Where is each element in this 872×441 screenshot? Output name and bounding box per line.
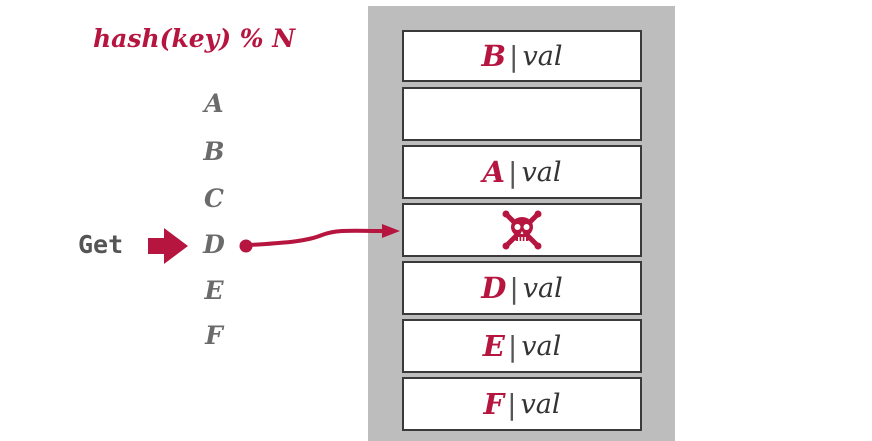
slot-key: B [481, 39, 507, 73]
skull-crossbones-icon [502, 210, 542, 250]
slot-0: B | val [402, 30, 642, 82]
slot-5: E | val [402, 319, 642, 373]
slot-key: D [481, 271, 507, 305]
slot-separator: | [509, 271, 519, 305]
get-pointer-arrow [148, 228, 188, 264]
key-e: E [204, 276, 224, 305]
key-d: D [203, 230, 225, 259]
slot-key: F [483, 387, 505, 421]
slot-2: A | val [402, 145, 642, 199]
slot-3-tombstone [402, 203, 642, 257]
slot-value: val [521, 330, 562, 362]
slot-separator: | [508, 155, 518, 189]
slot-6: F | val [402, 377, 642, 431]
slot-key: A [482, 155, 506, 189]
slot-key: E [482, 329, 505, 363]
slot-value: val [520, 388, 561, 420]
key-f: F [205, 321, 223, 350]
slot-4: D | val [402, 261, 642, 315]
key-a: A [204, 89, 224, 118]
hash-formula: hash(key) % N [93, 24, 296, 53]
probe-arrow [239, 224, 400, 253]
slot-separator: | [509, 39, 519, 73]
key-c: C [204, 184, 224, 213]
slot-1-empty [402, 87, 642, 141]
slot-value: val [522, 40, 563, 72]
slot-separator: | [507, 329, 518, 363]
slot-value: val [522, 272, 563, 304]
get-operation-label: Get [78, 230, 124, 259]
slot-separator: | [507, 387, 517, 421]
key-b: B [203, 137, 225, 166]
slot-value: val [521, 156, 562, 188]
